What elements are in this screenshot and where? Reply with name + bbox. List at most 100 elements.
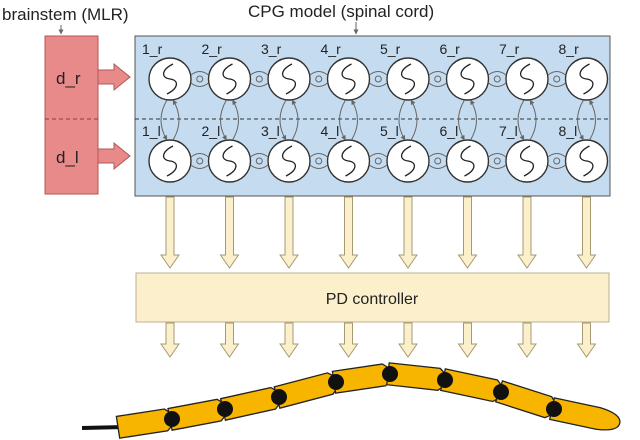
drive-right-arrow xyxy=(97,62,131,92)
oscillator-label: 4_r xyxy=(321,41,342,57)
down-arrow xyxy=(219,196,240,269)
robot-joint xyxy=(328,374,344,390)
robot-head xyxy=(548,397,621,431)
oscillator-7_r: 7_r xyxy=(499,41,549,101)
coupling-horizontal xyxy=(250,153,269,169)
oscillator-6_r: 6_r xyxy=(440,41,490,101)
down-arrow xyxy=(517,196,537,269)
robot-joint xyxy=(217,401,233,417)
oscillator-label: 3_r xyxy=(261,41,282,57)
brainstem-label: brainstem (MLR) xyxy=(2,5,129,24)
oscillator-label: 6_l xyxy=(440,123,459,139)
coupling-horizontal xyxy=(369,153,388,169)
down-arrow xyxy=(160,322,180,358)
down-arrow xyxy=(576,322,597,358)
down-arrow xyxy=(398,196,418,269)
oscillator-label: 8_l xyxy=(559,123,578,139)
coupling-vertical xyxy=(577,99,596,141)
cpg-to-pd-arrows xyxy=(160,196,597,269)
coupling-horizontal xyxy=(309,71,328,87)
down-arrow xyxy=(457,196,478,269)
oscillator-2_l: 2_l xyxy=(202,123,252,183)
oscillator-label: 4_l xyxy=(321,123,340,139)
sine-wave-icon xyxy=(519,145,535,177)
coupling-horizontal xyxy=(428,153,447,169)
robot-joint xyxy=(493,384,509,400)
oscillator-label: 3_l xyxy=(261,123,280,139)
robot-joint xyxy=(271,389,287,405)
oscillator-label: 2_r xyxy=(202,41,223,57)
oscillator-8_r: 8_r xyxy=(559,41,609,101)
oscillator-6_l: 6_l xyxy=(440,123,490,183)
pd-to-robot-arrows xyxy=(160,322,597,358)
robot-joint xyxy=(546,401,562,417)
sine-wave-icon xyxy=(162,145,178,177)
brainstem-block xyxy=(44,35,99,195)
oscillator-5_r: 5_r xyxy=(380,41,430,101)
sine-wave-icon xyxy=(162,63,178,95)
coupling-vertical xyxy=(517,99,537,141)
robot-joint xyxy=(382,366,398,382)
sine-wave-icon xyxy=(460,63,475,95)
sine-wave-icon xyxy=(400,145,416,177)
oscillator-1_r: 1_r xyxy=(142,41,192,101)
sine-wave-icon xyxy=(341,145,356,177)
coupling-horizontal xyxy=(369,71,388,87)
down-arrow xyxy=(279,322,299,358)
oscillator-label: 7_l xyxy=(499,123,518,139)
pd-controller-label: PD controller xyxy=(326,291,419,308)
coupling-horizontal xyxy=(309,153,328,169)
oscillator-4_l: 4_l xyxy=(321,123,371,183)
coupling-vertical xyxy=(339,99,358,141)
oscillator-3_r: 3_r xyxy=(261,41,311,101)
cpg-network: 1_r 1_l 2_r 2_l 3_r 3_l 4_r 4_l 5_r 5_l 6_r 6_l 7_r 7… xyxy=(142,41,609,183)
sine-wave-icon xyxy=(341,63,356,95)
coupling-horizontal xyxy=(488,153,507,169)
robot-joint xyxy=(164,411,180,427)
coupling-vertical xyxy=(160,99,180,141)
coupling-horizontal xyxy=(190,71,209,87)
oscillator-3_l: 3_l xyxy=(261,123,311,183)
sine-wave-icon xyxy=(222,63,237,95)
down-arrow xyxy=(576,196,597,269)
oscillator-label: 6_r xyxy=(440,41,461,57)
coupling-horizontal xyxy=(547,153,566,169)
sine-wave-icon xyxy=(281,63,297,95)
pd-controller-block xyxy=(135,272,610,323)
oscillator-1_l: 1_l xyxy=(142,123,192,183)
down-arrow xyxy=(279,196,299,269)
coupling-horizontal xyxy=(428,71,447,87)
oscillator-8_l: 8_l xyxy=(559,123,609,183)
coupling-vertical xyxy=(398,99,418,141)
robot-segment xyxy=(439,368,505,403)
coupling-horizontal xyxy=(190,153,209,169)
drive-left-label: d_l xyxy=(56,148,79,167)
sine-wave-icon xyxy=(519,63,535,95)
down-arrow xyxy=(457,322,478,358)
drive-left-arrow xyxy=(97,141,131,171)
oscillator-label: 5_r xyxy=(380,41,401,57)
oscillator-7_l: 7_l xyxy=(499,123,549,183)
sine-wave-icon xyxy=(579,63,594,95)
sine-wave-icon xyxy=(460,145,475,177)
coupling-vertical xyxy=(458,99,477,141)
down-arrow xyxy=(160,196,180,269)
snake-robot xyxy=(81,362,621,439)
down-arrow xyxy=(338,196,359,269)
down-arrow xyxy=(219,322,240,358)
sine-wave-icon xyxy=(281,145,297,177)
oscillator-label: 5_l xyxy=(380,123,399,139)
drive-right-label: d_r xyxy=(56,69,81,88)
coupling-horizontal xyxy=(547,71,566,87)
coupling-vertical xyxy=(220,99,239,141)
coupling-vertical xyxy=(279,99,299,141)
robot-joint xyxy=(437,372,453,388)
coupling-horizontal xyxy=(250,71,269,87)
oscillator-4_r: 4_r xyxy=(321,41,371,101)
oscillator-5_l: 5_l xyxy=(380,123,430,183)
sine-wave-icon xyxy=(222,145,237,177)
oscillator-label: 7_r xyxy=(499,41,520,57)
down-arrow xyxy=(338,322,359,358)
oscillator-2_r: 2_r xyxy=(202,41,252,101)
